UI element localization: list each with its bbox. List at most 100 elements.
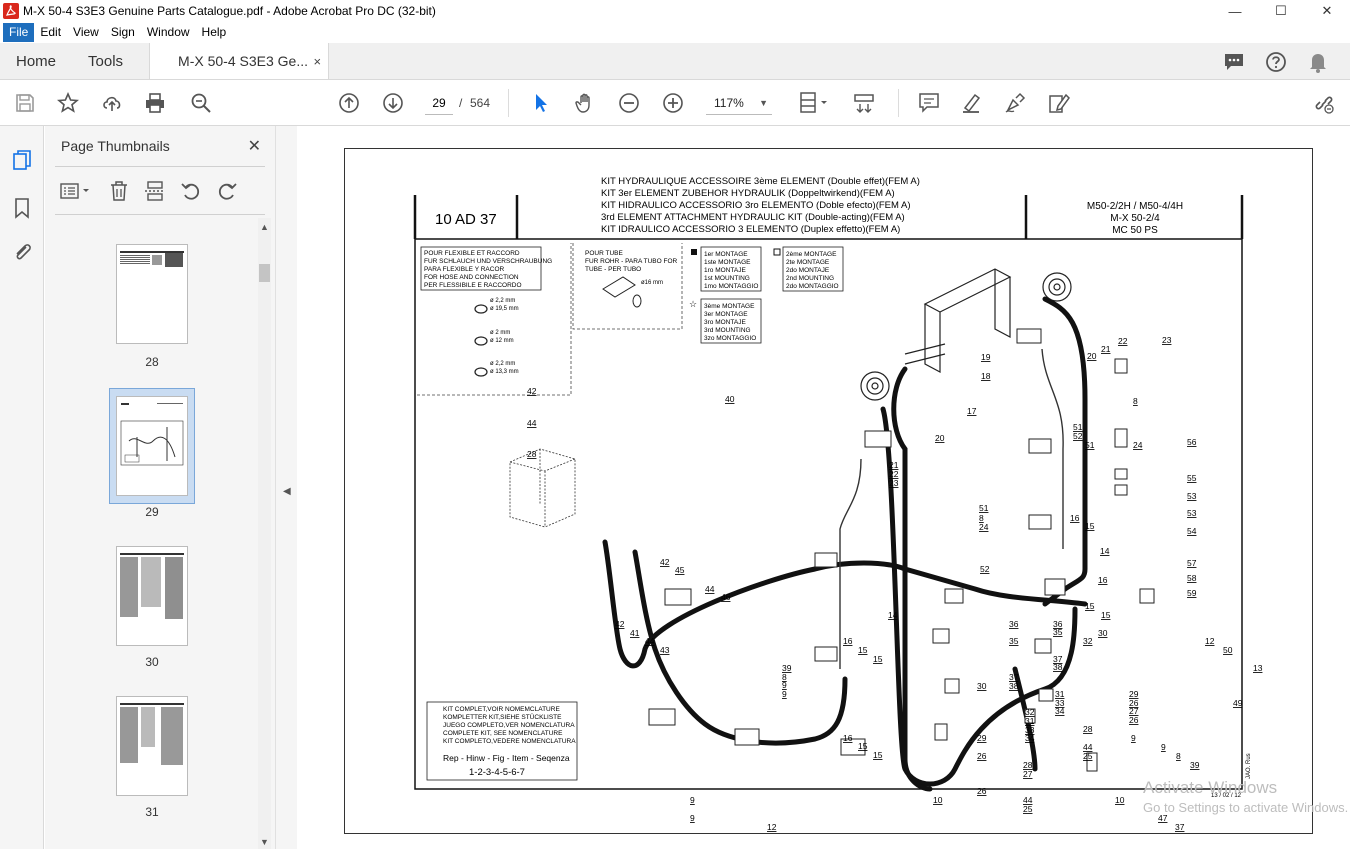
zoom-in-icon[interactable]	[661, 91, 685, 115]
panel-collapse-handle[interactable]: ◀	[275, 126, 297, 849]
help-icon[interactable]	[1264, 50, 1288, 74]
highlight-pen-icon[interactable]	[959, 91, 983, 115]
share-link-icon[interactable]	[1312, 91, 1336, 115]
menu-help[interactable]: Help	[201, 25, 227, 39]
model-line: MC 50 PS	[1112, 225, 1158, 236]
part-callout: 43	[660, 645, 670, 655]
maximize-button[interactable]: ☐	[1275, 3, 1287, 18]
menu-file[interactable]: File	[3, 23, 35, 42]
bookmark-star-icon[interactable]	[56, 91, 80, 115]
rotate-clockwise-icon[interactable]	[215, 179, 239, 203]
delete-trash-icon[interactable]	[107, 179, 131, 203]
part-callout: 46	[721, 592, 731, 602]
save-icon[interactable]	[13, 91, 37, 115]
page-thumbnails-panel: Page Thumbnails ✕ 28 29 30 31	[45, 126, 275, 849]
title-line-es: KIT HIDRAULICO ACCESSORIO 3ro ELEMENTO (…	[601, 200, 911, 211]
page-thumbnail-31[interactable]	[116, 696, 188, 796]
part-callout: 51	[1085, 440, 1095, 450]
oring-dim: ø 2,2 mm	[490, 298, 515, 304]
part-callout: 17	[967, 406, 977, 416]
comment-bubble-icon[interactable]	[1222, 50, 1246, 74]
drawing-code: 10 AD 37	[435, 211, 497, 228]
menu-view[interactable]: View	[73, 25, 99, 39]
tab-tools[interactable]: Tools	[88, 52, 124, 70]
next-page-icon[interactable]	[381, 91, 405, 115]
sign-pen-icon[interactable]	[1003, 91, 1027, 115]
upload-cloud-icon[interactable]	[100, 91, 124, 115]
part-callout: 9	[690, 795, 695, 805]
extract-pages-icon[interactable]	[143, 179, 167, 203]
add-comment-icon[interactable]	[917, 91, 941, 115]
scrollbar-thumb[interactable]	[259, 264, 270, 282]
print-icon[interactable]	[143, 91, 167, 115]
zoom-search-icon[interactable]	[189, 91, 213, 115]
part-callout: 21	[1101, 344, 1111, 354]
select-cursor-icon[interactable]	[529, 91, 553, 115]
page-fit-icon[interactable]	[796, 91, 832, 115]
drawing-date: 13 / 02 / 12	[1211, 793, 1242, 799]
tab-home[interactable]: Home	[16, 52, 57, 70]
part-callout: 22	[1118, 336, 1128, 346]
zoom-level-select[interactable]: 117% ▼	[706, 91, 772, 115]
part-callout: 56	[1187, 437, 1197, 447]
zoom-out-icon[interactable]	[617, 91, 641, 115]
part-callout: 42	[527, 386, 537, 396]
panel-divider	[55, 214, 265, 215]
page-number-input[interactable]	[425, 91, 453, 115]
panel-title: Page Thumbnails	[61, 138, 170, 154]
tab-document[interactable]: M-X 50-4 S3E3 Ge... ×	[149, 43, 330, 79]
collapse-arrow-icon: ◀	[283, 486, 291, 497]
mount1-line: 1er MONTAGE	[704, 251, 748, 258]
title-bar: M-X 50-4 S3E3 Genuine Parts Catalogue.pd…	[0, 0, 1350, 22]
part-callout: 21	[889, 460, 899, 470]
menu-window[interactable]: Window	[146, 25, 190, 39]
part-callout: 15	[873, 654, 883, 664]
part-callout: 12	[767, 822, 777, 832]
part-callout: 30	[977, 681, 987, 691]
hand-tool-icon[interactable]	[573, 91, 597, 115]
attachments-paperclip-icon[interactable]	[10, 240, 34, 264]
options-menu-icon[interactable]	[57, 179, 95, 203]
close-tab-icon[interactable]: ×	[313, 54, 322, 69]
menu-edit[interactable]: Edit	[40, 25, 62, 39]
page-thumbnail-30[interactable]	[116, 546, 188, 646]
toolbar-divider	[508, 89, 509, 117]
thumbnail-label: 31	[145, 805, 159, 819]
scroll-mode-icon[interactable]	[852, 91, 876, 115]
mount2-line: 2ème MONTAGE	[786, 251, 837, 258]
page-thumbnails-icon[interactable]	[10, 148, 34, 172]
rotate-counterclockwise-icon[interactable]	[179, 179, 203, 203]
close-panel-icon[interactable]: ✕	[247, 138, 261, 155]
part-callout: 9	[1131, 733, 1136, 743]
part-callout: 44	[527, 418, 537, 428]
part-callout: 36	[1009, 619, 1019, 629]
scroll-up-icon[interactable]: ▲	[260, 222, 269, 232]
minimize-button[interactable]: —	[1228, 3, 1242, 19]
edit-document-icon[interactable]	[1047, 91, 1071, 115]
page-thumbnail-28[interactable]	[116, 244, 188, 344]
part-callout: 26	[977, 786, 987, 796]
part-callout: 23	[1162, 335, 1172, 345]
previous-page-icon[interactable]	[337, 91, 361, 115]
thumbnail-label: 30	[145, 655, 159, 669]
bookmarks-icon[interactable]	[10, 196, 34, 220]
document-viewer[interactable]: 10 AD 37 KIT HYDRAULIQUE ACCESSOIRE 3ème…	[297, 126, 1350, 849]
hose-box-line: PARA FLEXIBLE Y RACOR	[424, 266, 505, 273]
part-callout: 8	[690, 831, 695, 833]
notifications-bell-icon[interactable]	[1306, 50, 1330, 74]
page-thumbnail-29[interactable]	[116, 396, 188, 496]
thumbnail-scrollbar[interactable]: ▲ ▼	[258, 218, 271, 849]
part-callout: 44	[1083, 742, 1093, 752]
part-callout: 23	[889, 478, 899, 488]
part-callout: 37	[1175, 822, 1185, 832]
close-window-button[interactable]: ✕	[1321, 3, 1333, 18]
part-callout: 26	[1129, 715, 1139, 725]
part-callout: 37	[1009, 672, 1019, 682]
mount1-line: 1mo MONTAGGIO	[704, 283, 758, 290]
scroll-down-icon[interactable]: ▼	[260, 837, 269, 847]
part-callout: 59	[1187, 588, 1197, 598]
part-callout: 15	[1085, 521, 1095, 531]
menu-sign[interactable]: Sign	[110, 25, 135, 39]
part-callout: 27	[1023, 769, 1033, 779]
hose-box-line: FOR HOSE AND CONNECTION	[424, 274, 519, 281]
